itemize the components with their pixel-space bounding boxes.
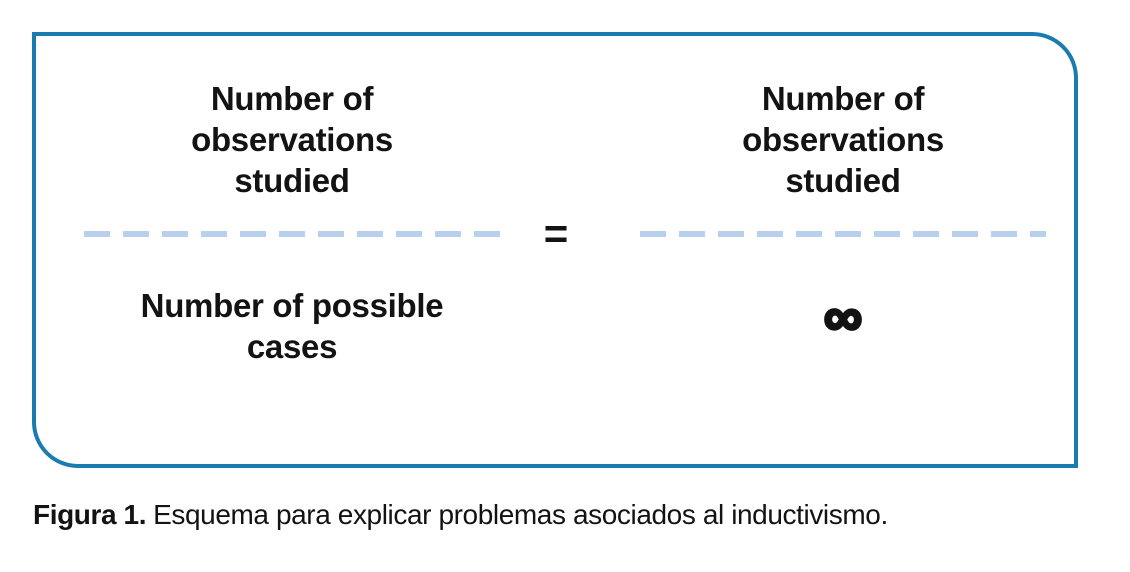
figure-caption: Figura 1.Esquema para explicar problemas… — [33, 498, 888, 532]
right-fraction: Number of observations studied ∞ — [640, 36, 1046, 347]
right-fraction-numerator: Number of observations studied — [742, 80, 944, 199]
left-fraction-numerator: Number of observations studied — [191, 80, 393, 199]
caption-text: Esquema para explicar problemas asociado… — [153, 499, 888, 530]
left-fraction-denominator: Number of possible cases — [140, 287, 444, 365]
infinity-symbol: ∞ — [822, 287, 864, 347]
left-fraction-bar — [84, 231, 500, 237]
left-fraction: Number of observations studied Number of… — [84, 36, 500, 367]
equals-sign: = — [543, 210, 569, 257]
right-fraction-bar — [640, 231, 1046, 237]
diagram-box: Number of observations studied Number of… — [32, 32, 1078, 468]
caption-label: Figura 1. — [33, 499, 147, 530]
